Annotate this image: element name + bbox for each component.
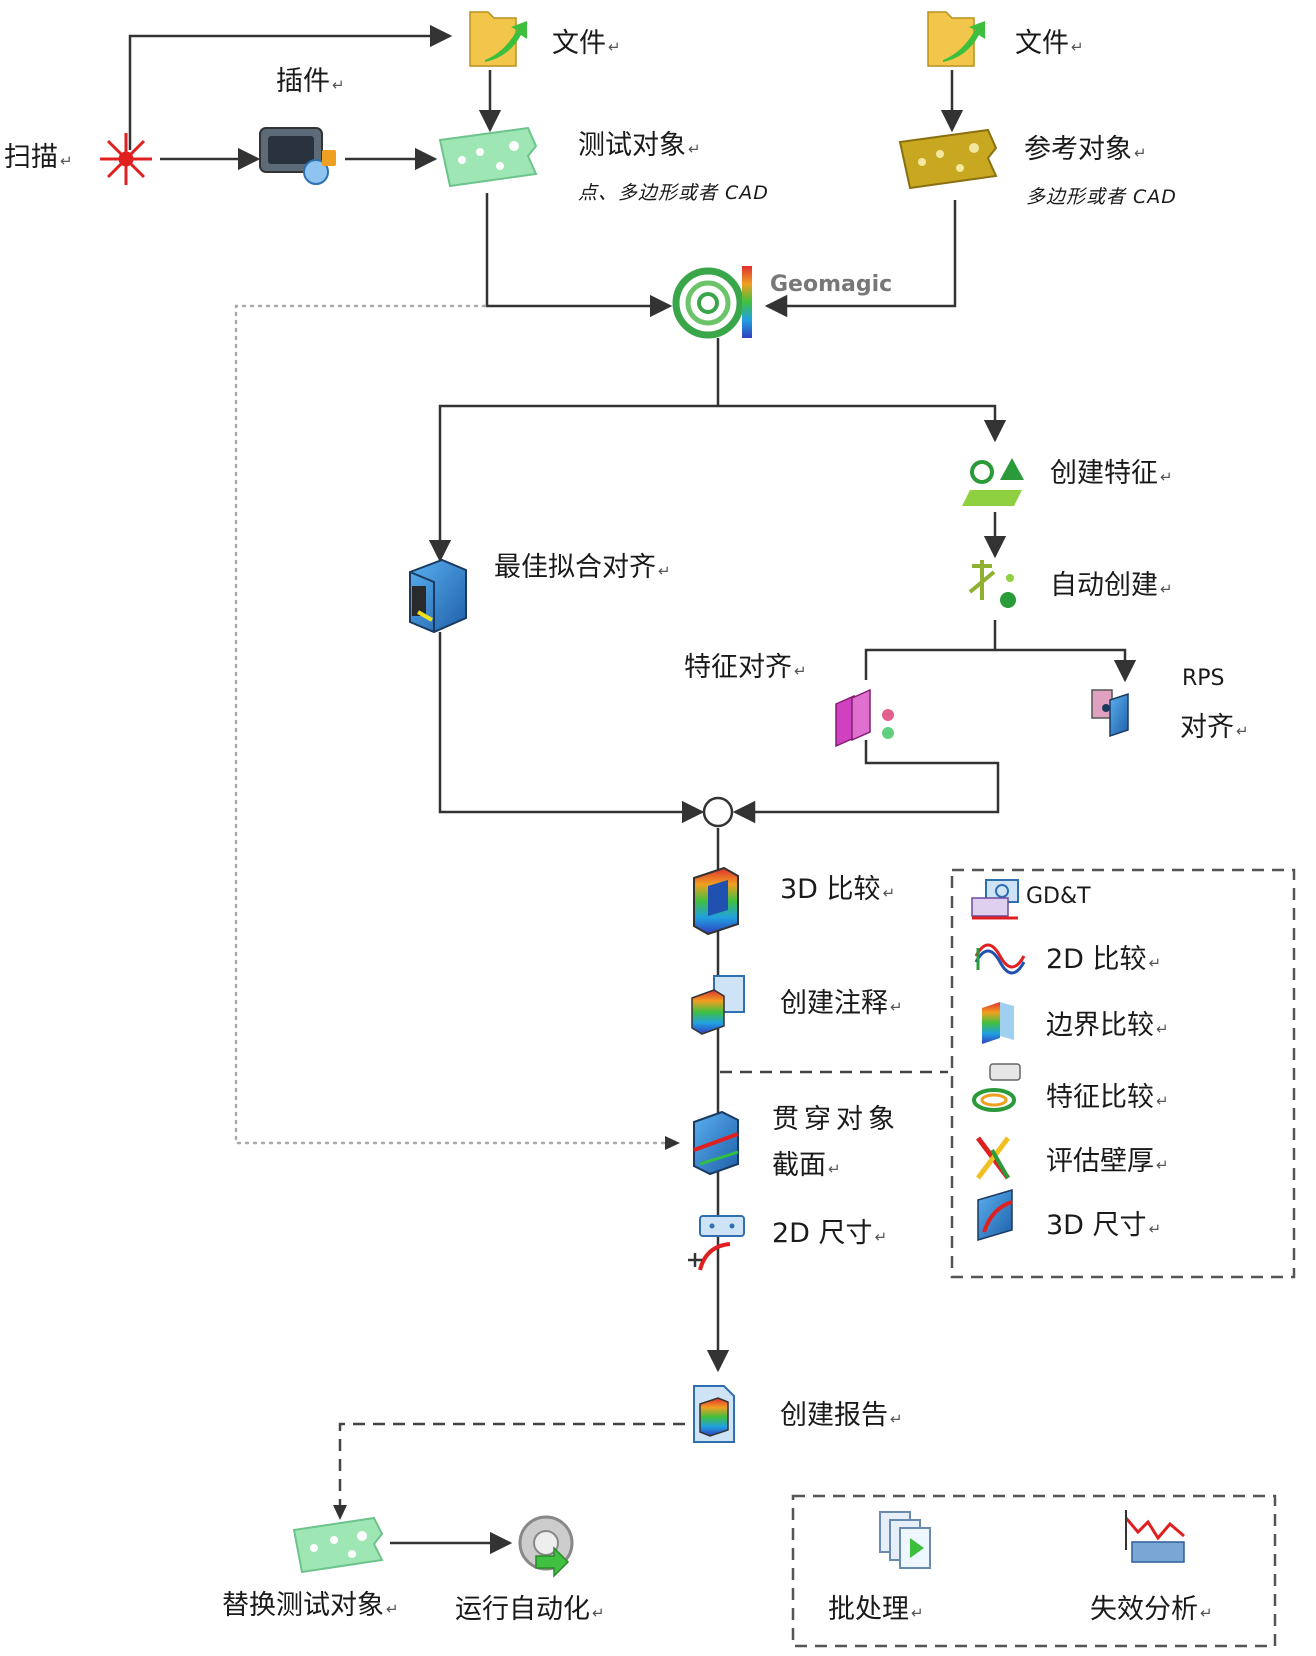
dimension-3d-icon — [977, 1188, 1013, 1242]
create-feature-label: 创建特征↵ — [1050, 458, 1173, 489]
create-feature-icon — [962, 458, 1024, 506]
feature-compare-label: 特征比较↵ — [1046, 1082, 1169, 1113]
connectors — [128, 24, 1137, 1555]
cross-section-icon — [693, 1110, 739, 1176]
failure-analysis-label: 失效分析↵ — [1090, 1594, 1213, 1625]
run-automation-icon — [518, 1515, 574, 1578]
dimension-3d-label: 3D 尺寸↵ — [1046, 1210, 1162, 1241]
batch-tools-panel — [791, 1494, 1277, 1648]
dimension-2d-icon — [688, 1215, 745, 1271]
gdt-icon — [971, 879, 1019, 920]
dimension-2d-label: 2D 尺寸↵ — [772, 1218, 888, 1249]
scan-label: 扫描↵ — [4, 142, 73, 173]
file-label-left: 文件↵ — [552, 28, 621, 59]
cross-section-label: 贯穿对象 — [772, 1104, 900, 1135]
reference-object-icon — [898, 128, 998, 190]
run-automation-label: 运行自动化↵ — [455, 1594, 605, 1625]
test-object-label: 测试对象↵ — [578, 130, 701, 161]
test-object-icon — [438, 126, 538, 188]
feature-align-icon — [835, 688, 894, 748]
report-label: 创建报告↵ — [780, 1400, 903, 1431]
report-icon — [693, 1385, 735, 1443]
auto-create-icon — [968, 560, 1016, 608]
boundary-compare-label: 边界比较↵ — [1046, 1010, 1169, 1041]
feature-compare-icon — [972, 1063, 1021, 1112]
auto-create-label: 自动创建↵ — [1050, 570, 1173, 601]
feature-align-label: 特征对齐↵ — [684, 652, 807, 683]
geomagic-label: Geomagic — [770, 272, 893, 297]
laser-icon — [100, 133, 152, 185]
best-fit-align-icon — [409, 558, 467, 634]
rps-label: RPS — [1182, 666, 1225, 691]
reference-object-subtitle: 多边形或者 CAD — [1026, 186, 1177, 208]
best-fit-label: 最佳拟合对齐↵ — [494, 552, 671, 583]
analysis-tools-panel — [950, 868, 1296, 1279]
batch-label: 批处理↵ — [828, 1594, 924, 1625]
folder-icon — [927, 11, 985, 67]
compare-3d-label: 3D 比较↵ — [780, 874, 896, 905]
test-object-subtitle: 点、多边形或者 CAD — [578, 182, 769, 204]
wall-thickness-icon — [976, 1136, 1010, 1180]
compare-3d-icon — [693, 866, 739, 936]
replace-test-object-label: 替换测试对象↵ — [222, 1590, 399, 1621]
merge-node — [702, 796, 734, 828]
geomagic-logo-icon — [672, 266, 752, 339]
wall-thickness-label: 评估壁厚↵ — [1046, 1146, 1169, 1177]
file-label-right: 文件↵ — [1015, 28, 1084, 59]
boundary-compare-icon — [982, 1002, 1014, 1044]
compare-2d-icon — [974, 943, 1026, 975]
rps-align-icon — [1091, 689, 1129, 738]
rps-align-label: 对齐↵ — [1180, 712, 1249, 743]
failure-analysis-icon — [1124, 1510, 1185, 1563]
dotted-loop — [234, 304, 680, 1145]
plugin-label: 插件↵ — [276, 66, 345, 97]
compare-2d-label: 2D 比较↵ — [1046, 944, 1162, 975]
annotation-label: 创建注释↵ — [780, 988, 903, 1019]
replace-test-object-icon — [292, 1516, 384, 1574]
reference-object-label: 参考对象↵ — [1024, 134, 1147, 165]
dashed-connectors — [338, 1070, 948, 1510]
annotation-icon — [691, 975, 745, 1035]
batch-icon — [879, 1511, 931, 1569]
gdt-label: GD&T — [1026, 884, 1091, 909]
folder-icon — [469, 11, 527, 67]
plugin-icon — [259, 127, 336, 185]
cross-section-label-2: 截面↵ — [772, 1150, 841, 1181]
